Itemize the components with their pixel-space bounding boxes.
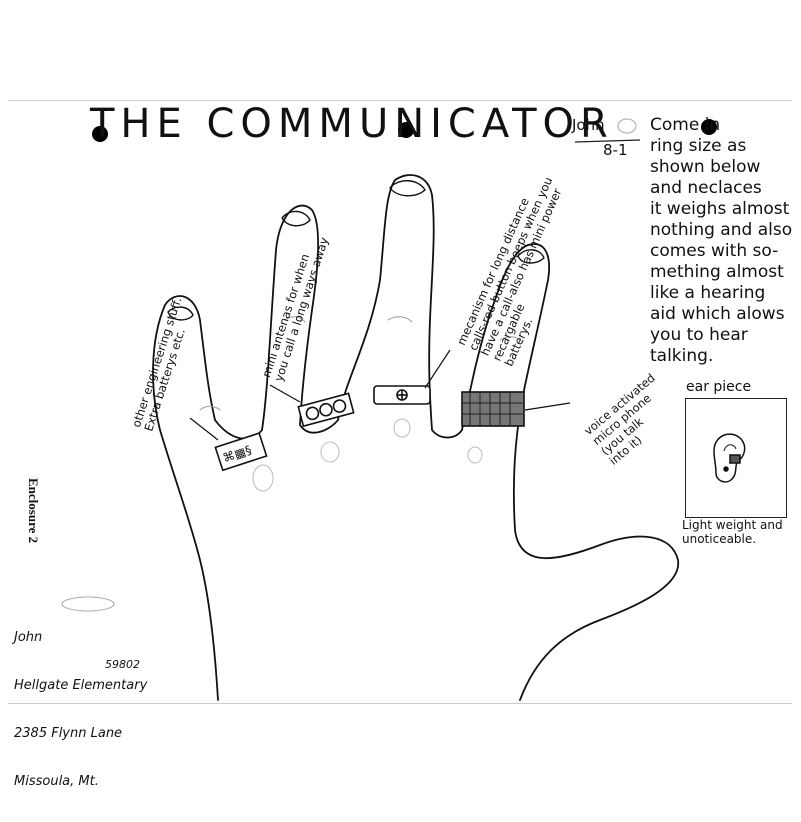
author-number: 8-1 [603, 141, 628, 159]
author-underline-drawing [574, 118, 641, 143]
address-school: Hellgate Elementary [14, 678, 148, 693]
ear-piece-drawing [713, 433, 746, 483]
binder-hole-left [92, 126, 108, 142]
address-name: John [14, 630, 43, 645]
address-street: 2385 Flynn Lane [14, 726, 123, 741]
document-page: THE COMMUNICATOR John 8-1 Come in ring s… [8, 100, 793, 789]
hand-drawing: ⌘▦§ [152, 174, 679, 701]
binder-hole-right [701, 119, 717, 135]
ear-piece-label: ear piece [686, 379, 752, 395]
address-redaction-mark [61, 596, 115, 612]
ear-piece-box [685, 398, 787, 518]
pinky-ring: ⌘▦§ [214, 432, 268, 472]
author-name-top: John [572, 116, 605, 134]
address-city: Missoula, Mt. [14, 774, 99, 789]
address-zip: 59802 [105, 658, 140, 671]
sheet-border [8, 100, 792, 704]
binder-hole-center [398, 122, 414, 138]
ring-finger-ring [297, 392, 355, 428]
address-block: John Hellgate Elementary 2385 Flynn Lane… [14, 598, 147, 822]
page-title: THE COMMUNICATOR [90, 101, 614, 147]
middle-finger-ring [373, 385, 431, 405]
index-finger-ring [461, 391, 525, 427]
ear-piece-caption: Light weight and unoticeable. [682, 518, 783, 546]
description-note: Come in ring size as shown below and nec… [650, 115, 793, 366]
